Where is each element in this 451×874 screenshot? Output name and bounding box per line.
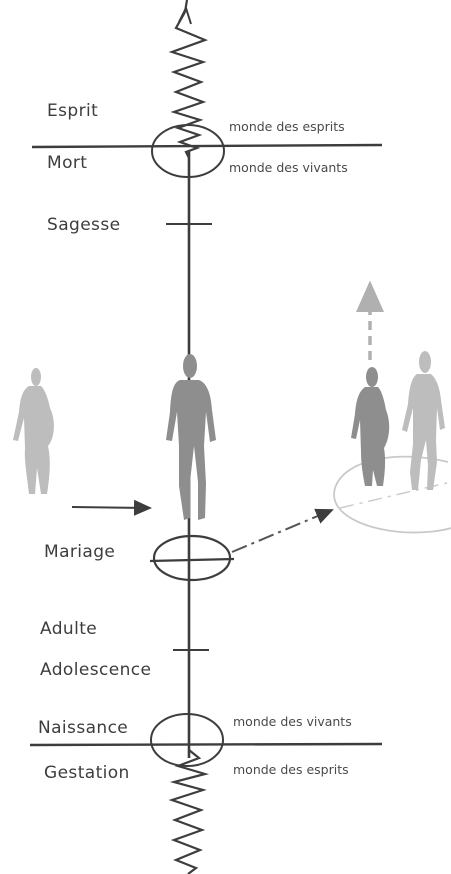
arrow-to-marriage <box>72 507 150 508</box>
dashdot-arrow-to-couple <box>232 510 332 552</box>
marriage-circle <box>154 536 230 580</box>
label-gestation: Gestation <box>44 763 130 783</box>
top-world-divider <box>32 145 382 147</box>
label-sagesse: Sagesse <box>47 215 120 235</box>
birth-circle <box>151 714 223 766</box>
label-adolescence: Adolescence <box>40 660 151 680</box>
label-naissance: Naissance <box>38 718 128 738</box>
bottom-world-divider <box>30 744 382 745</box>
label-world-top-lower: monde des vivants <box>229 160 348 175</box>
top-zigzag <box>172 0 205 158</box>
label-mort: Mort <box>47 153 87 173</box>
label-world-bottom-lower: monde des esprits <box>233 762 349 777</box>
label-world-bottom-upper: monde des vivants <box>233 714 352 729</box>
label-world-top-upper: monde des esprits <box>229 119 345 134</box>
couple-faint-line <box>340 482 451 508</box>
couple-woman-figure <box>351 367 389 486</box>
pregnant-woman-figure <box>13 368 54 494</box>
couple-man-figure <box>402 351 445 490</box>
marriage-tick <box>150 559 234 561</box>
label-mariage: Mariage <box>44 542 115 562</box>
bottom-zigzag <box>172 750 205 874</box>
label-esprit: Esprit <box>47 101 98 121</box>
label-adulte: Adulte <box>40 619 97 639</box>
central-person-figure <box>166 354 216 520</box>
